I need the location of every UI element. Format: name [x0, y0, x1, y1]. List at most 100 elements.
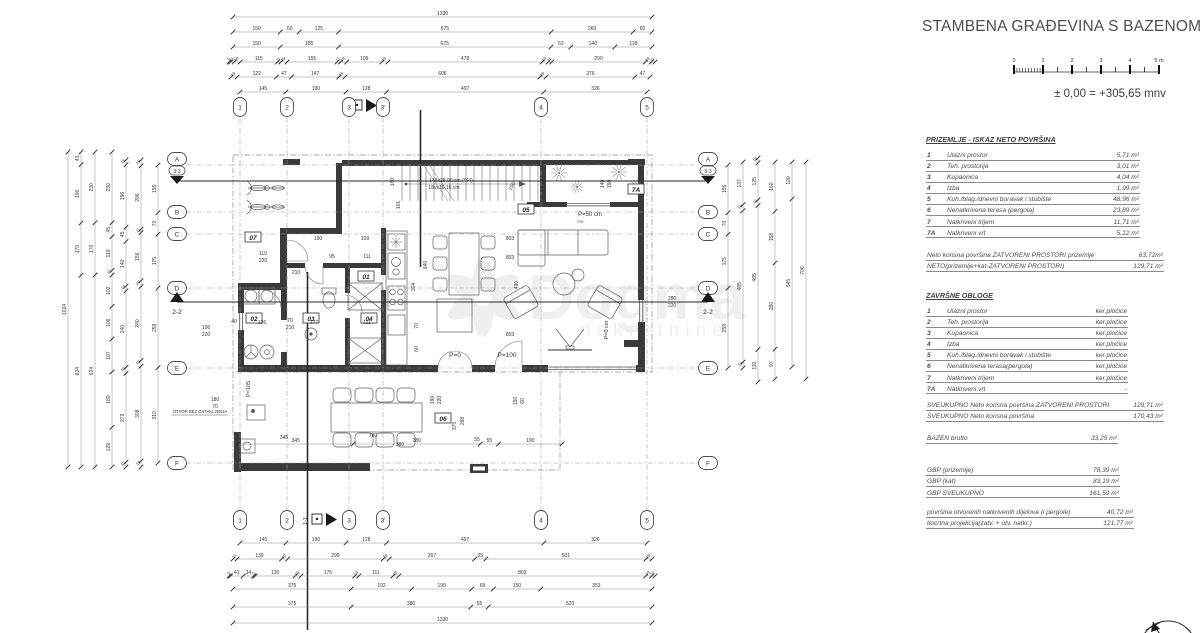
plan-annotation: 55	[474, 437, 480, 443]
scale-bar-label: 5 m	[1154, 58, 1164, 64]
section-flag-bottom: 1-1	[303, 513, 337, 526]
plan-annotation: 111	[363, 320, 371, 326]
plan-annotation: 150	[607, 180, 613, 189]
plan-annotation: 148x28,00 cm (*44)	[429, 178, 473, 184]
room-label-box	[434, 412, 452, 424]
stat-label: GBP (prizemlje)	[927, 467, 974, 474]
room-label-box	[357, 270, 375, 282]
row-name: Ulazni prostor	[947, 308, 988, 315]
dimension-value: 190	[312, 86, 321, 92]
plan-annotation: 375	[452, 422, 458, 431]
grid-bubble-label: 2	[285, 104, 289, 111]
stat-value: 129,71 m²	[1133, 402, 1163, 409]
room-label: 07	[249, 235, 257, 242]
plan-annotation: 220	[437, 396, 443, 405]
section-2-2-triangle	[701, 292, 715, 302]
grid-bubble	[376, 97, 390, 117]
dimension-value: 11	[135, 226, 142, 233]
north-arrow-icon	[1144, 620, 1192, 633]
dimension-value: 380	[413, 438, 422, 444]
grid-bubble-label: 1	[238, 517, 242, 524]
dimension-value: 19	[280, 55, 287, 62]
plan-annotation: 60	[414, 346, 420, 352]
row-number: 2	[927, 163, 931, 171]
dimension-value: 125	[752, 177, 758, 186]
stat-value: 33,25 m²	[1090, 435, 1117, 442]
dimension-value: 5	[226, 56, 232, 62]
dimension-value: 11	[546, 55, 553, 62]
grid-bubble-label: 1	[238, 104, 242, 111]
dimension-value: 130	[271, 570, 280, 576]
dimension-value: 140	[120, 259, 126, 268]
dimension-value: 675	[441, 41, 450, 47]
room-label: 04	[365, 316, 373, 323]
net-area-total-line: NETO(prizemlje+kat-ZATVORENI PROSTORI)12…	[926, 263, 1164, 272]
grid-bubble	[698, 227, 718, 241]
dimension-value: 16	[752, 155, 759, 162]
grid-bubble	[698, 205, 718, 219]
stat-value: 83,19 m²	[1092, 478, 1119, 486]
row-name: Kuh./blag./dnevni boravak i stubište	[947, 196, 1052, 204]
plan-annotation: 640	[423, 261, 429, 270]
dimension-value: 19	[380, 55, 387, 62]
dimension-value: 624	[89, 367, 95, 376]
row-value: ker.pločice	[1095, 330, 1127, 338]
room-label: 02	[250, 316, 258, 323]
room-label: 7A	[632, 187, 641, 194]
plan-annotation: 111	[363, 254, 371, 260]
dimension-value: 19	[382, 552, 389, 559]
row-name: Teh. prostorija	[947, 163, 989, 171]
dimension-value: 230	[106, 183, 112, 192]
dimension-value: 190	[312, 537, 321, 543]
dimension-value: 155	[152, 184, 158, 193]
dimension-value: 97	[769, 361, 775, 367]
dimension-value: 353	[592, 583, 601, 589]
dimension-value: 150	[252, 41, 261, 47]
dimension-value: 19	[294, 569, 301, 576]
dimension-value: 497	[461, 537, 470, 543]
dimension-value: 190	[75, 189, 81, 198]
dimension-value: 485	[737, 282, 743, 291]
grid-bubble	[280, 510, 294, 530]
staircase	[401, 165, 539, 202]
row-name: Ulazni prostor	[947, 152, 988, 159]
plan-annotation: 40	[231, 319, 237, 325]
row-value: ker.pločice	[1095, 308, 1127, 315]
dimension-value: 1024	[62, 304, 68, 315]
grid-bubble	[342, 97, 356, 117]
grid-bubble-label: 3	[347, 517, 351, 524]
dimension-value: 175	[324, 570, 333, 576]
stat-value: 170,43 m²	[1133, 413, 1163, 421]
plan-annotation: 110	[259, 251, 267, 257]
plan-annotation: 109	[361, 236, 370, 242]
grid-bubble	[698, 361, 718, 375]
row-name: Natkriveni vrt	[947, 385, 986, 393]
row-value: -	[1124, 385, 1127, 393]
row-name: Kuh./blag./dnevni boravak i stubište	[947, 352, 1052, 360]
plan-annotation: 106	[202, 325, 211, 331]
grid-bubble-label: B	[706, 209, 710, 216]
plan-annotation: 95	[329, 254, 335, 260]
room-label: 06	[439, 416, 447, 423]
dimension-value: 345	[291, 438, 300, 444]
row-number: 7	[927, 218, 931, 226]
plan-annotation: 190	[314, 236, 323, 242]
row-number: 7	[927, 374, 931, 382]
dimension-value: 19	[135, 158, 142, 165]
dimension-value: 299	[331, 553, 340, 559]
summary-block: SVEUKUPNO Neto korisna površina ZATVOREN…	[926, 402, 1164, 425]
stat-label: NETO(prizemlje+kat-ZATVORENI PROSTORI)	[927, 263, 1065, 271]
dining-set	[432, 232, 496, 296]
watermark: Dogma nekretnine	[447, 257, 745, 341]
windows	[239, 203, 644, 371]
dimension-value: 260	[588, 26, 597, 32]
dimension-value: 60	[640, 26, 646, 32]
plan-annotation: 190	[430, 396, 436, 405]
watermark-flower-icon	[447, 257, 519, 337]
